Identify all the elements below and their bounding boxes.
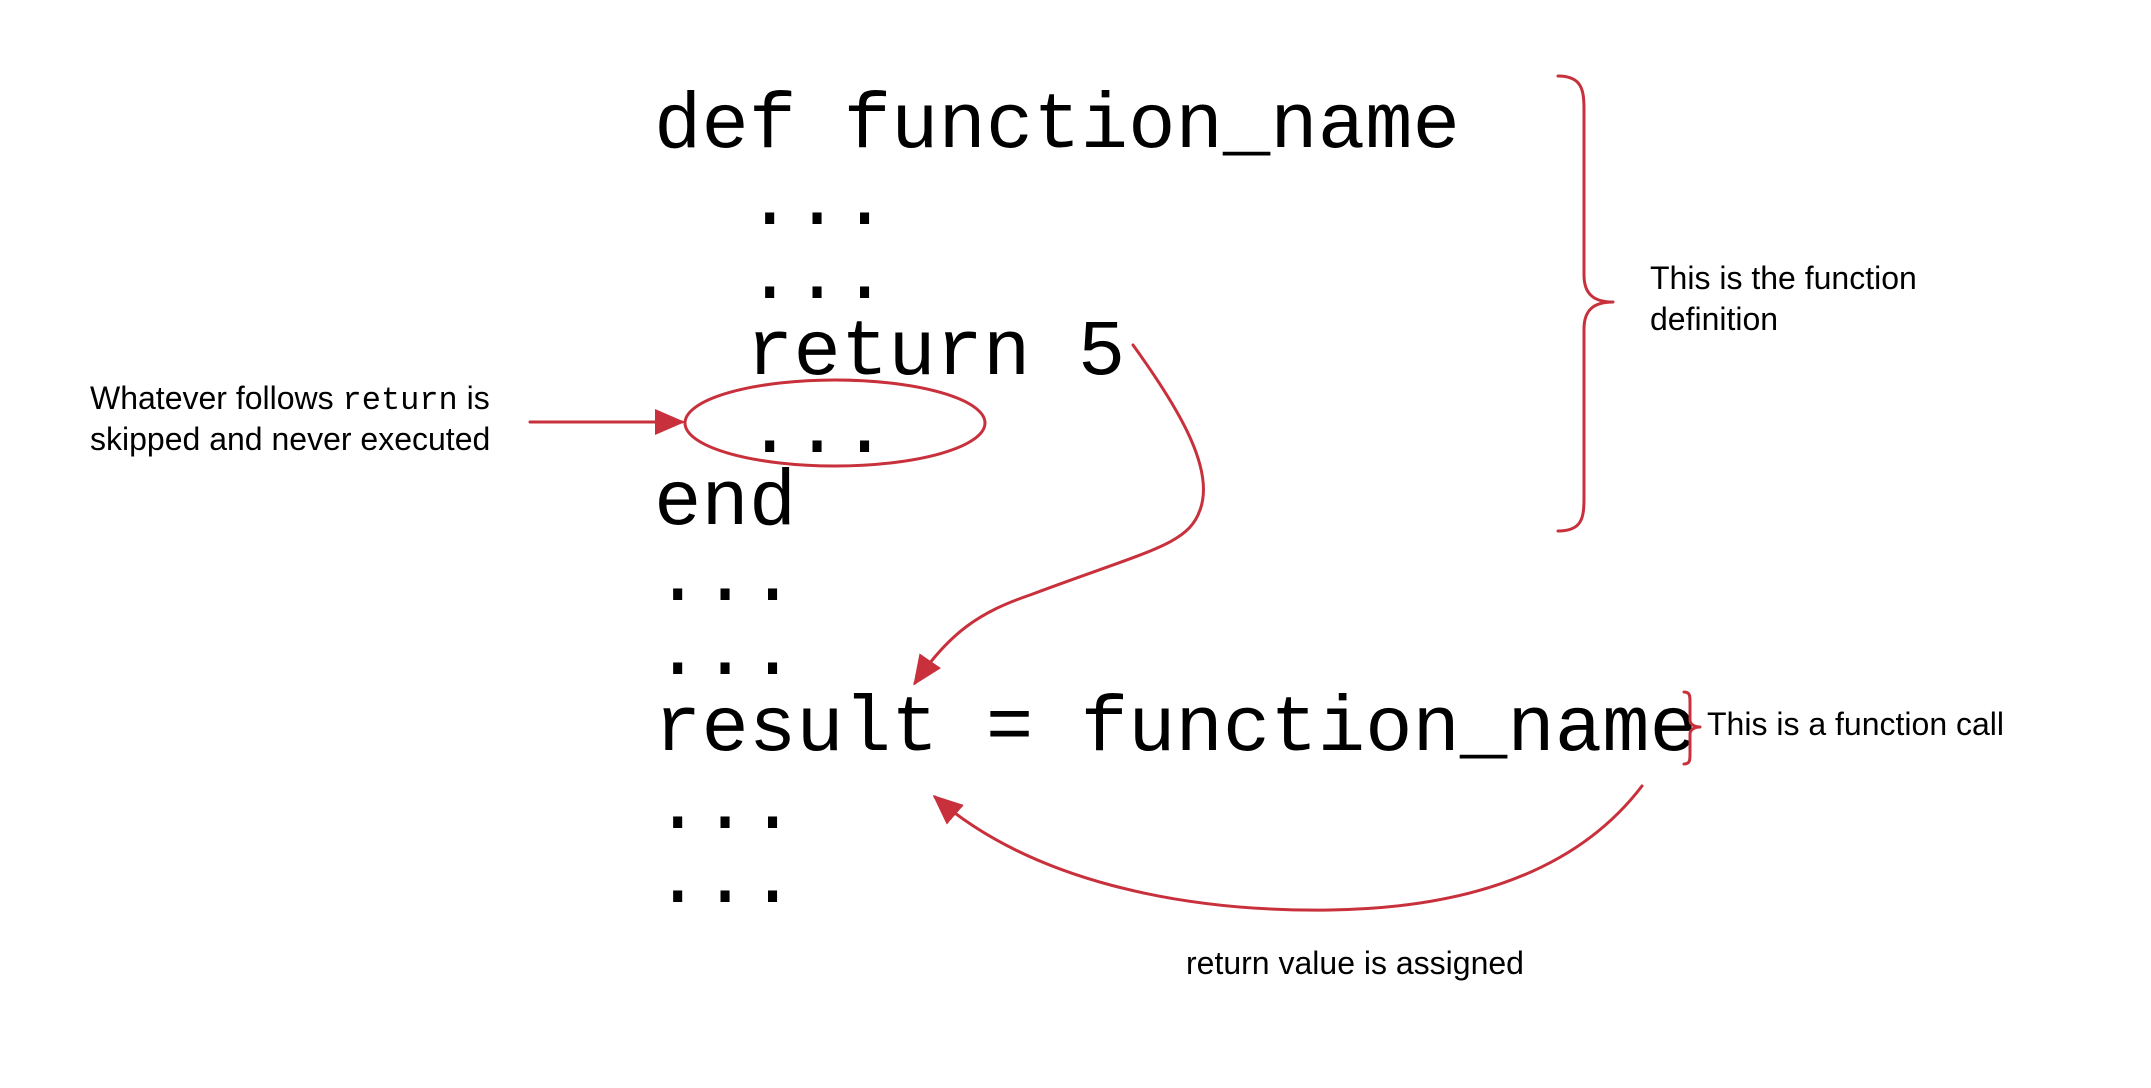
call-brace xyxy=(1682,690,1702,766)
definition-brace xyxy=(1556,74,1615,533)
skipped-note-line-2: skipped and never executed xyxy=(90,421,490,457)
code-body-line-1: ... xyxy=(746,158,888,248)
code-body-line-2: ... xyxy=(746,232,888,322)
assigned-note: return value is assigned xyxy=(1186,945,1524,981)
code-outer-line-4: ... xyxy=(654,836,796,926)
return-value-flow-arrow xyxy=(913,343,1205,686)
code-return-line: return 5 xyxy=(746,308,1125,398)
definition-note-line-2: definition xyxy=(1650,301,1778,337)
code-outer-line-2: ... xyxy=(654,608,796,698)
code-end-line: end xyxy=(654,458,796,548)
code-outer-line-1: ... xyxy=(654,534,796,624)
call-note: This is a function call xyxy=(1707,706,2004,742)
code-call-line: result = function_name xyxy=(654,684,1697,774)
skipped-code-ellipse xyxy=(683,378,987,468)
code-outer-line-3: ... xyxy=(654,762,796,852)
code-def-line: def function_name xyxy=(654,81,1460,171)
assignment-arrow xyxy=(932,784,1644,912)
skipped-note-line-1: Whatever follows return is xyxy=(90,380,490,419)
definition-note-line-1: This is the function xyxy=(1650,260,1917,296)
